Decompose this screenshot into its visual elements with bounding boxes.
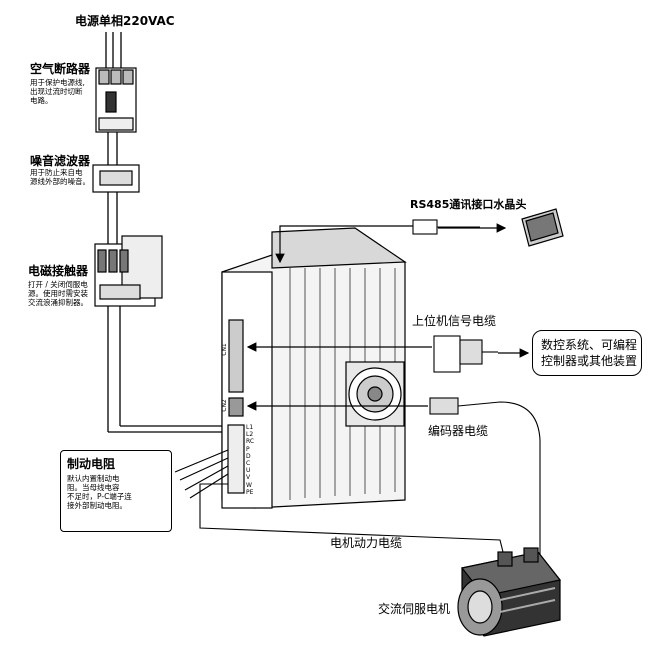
terminal-rc: RC xyxy=(246,438,255,446)
brake-resistor-box: 制动电阻 默认内置制动电 阻。当母线电容 不足时，P-C端子连 接外部制动电阻。 xyxy=(60,450,172,532)
encoder-connector xyxy=(429,397,541,560)
noise-filter-desc: 用于防止来自电 源线外部的噪音。 xyxy=(30,168,90,186)
rs485-plug xyxy=(412,219,480,235)
terminal-labels: L1 L2 RC P D C U V W PE xyxy=(246,424,258,496)
host-cable-connector xyxy=(433,335,498,373)
power-supply-title: 电源单相220VAC xyxy=(75,14,175,28)
terminal-u: U xyxy=(246,467,251,475)
power-lines xyxy=(105,32,224,433)
motor-title: 交流伺服电机 xyxy=(378,602,451,616)
power-cable-title: 电机动力电缆 xyxy=(330,536,403,550)
brake-resistor-title: 制动电阻 xyxy=(67,457,116,471)
terminal-l2: L2 xyxy=(246,431,254,439)
controller-text: 数控系统、可编程 控制器或其他装置 xyxy=(541,338,638,368)
contactor-device xyxy=(94,235,163,307)
servo-motor xyxy=(457,547,562,637)
servo-drive xyxy=(221,227,407,509)
brake-resistor-desc: 默认内置制动电 阻。当母线电容 不足时，P-C端子连 接外部制动电阻。 xyxy=(67,474,132,510)
terminal-pe: PE xyxy=(246,488,254,496)
motor-power-wiring xyxy=(174,449,506,561)
host-cable-title: 上位机信号电缆 xyxy=(412,314,497,328)
breaker-title: 空气断路器 xyxy=(30,62,91,76)
terminal-w: W xyxy=(246,481,252,489)
contactor-title: 电磁接触器 xyxy=(28,264,89,278)
terminal-c: C xyxy=(246,460,251,468)
rs485-title: RS485通讯接口水晶头 xyxy=(410,198,527,211)
terminal-v: V xyxy=(246,474,251,482)
connection-arrows xyxy=(246,223,530,411)
noise-filter-device xyxy=(92,164,140,193)
hmi-panel xyxy=(521,208,564,247)
terminal-l1: L1 xyxy=(246,424,254,431)
controller-box: 数控系统、可编程 控制器或其他装置 xyxy=(532,330,642,376)
breaker-desc: 用于保护电源线, 出现过流时切断 电路。 xyxy=(30,78,85,105)
side-label-cn2: CN2 xyxy=(220,399,228,412)
encoder-cable-title: 编码器电缆 xyxy=(428,424,489,438)
side-label-cn1: CN1 xyxy=(220,343,228,356)
air-breaker-device xyxy=(95,67,137,133)
contactor-desc: 打开 / 关闭伺服电 源。使用时需安装 交流浪涌抑制器。 xyxy=(28,280,88,307)
terminal-d: D xyxy=(246,452,251,460)
noise-filter-title: 噪音滤波器 xyxy=(30,154,91,168)
terminal-p: P xyxy=(246,445,250,453)
